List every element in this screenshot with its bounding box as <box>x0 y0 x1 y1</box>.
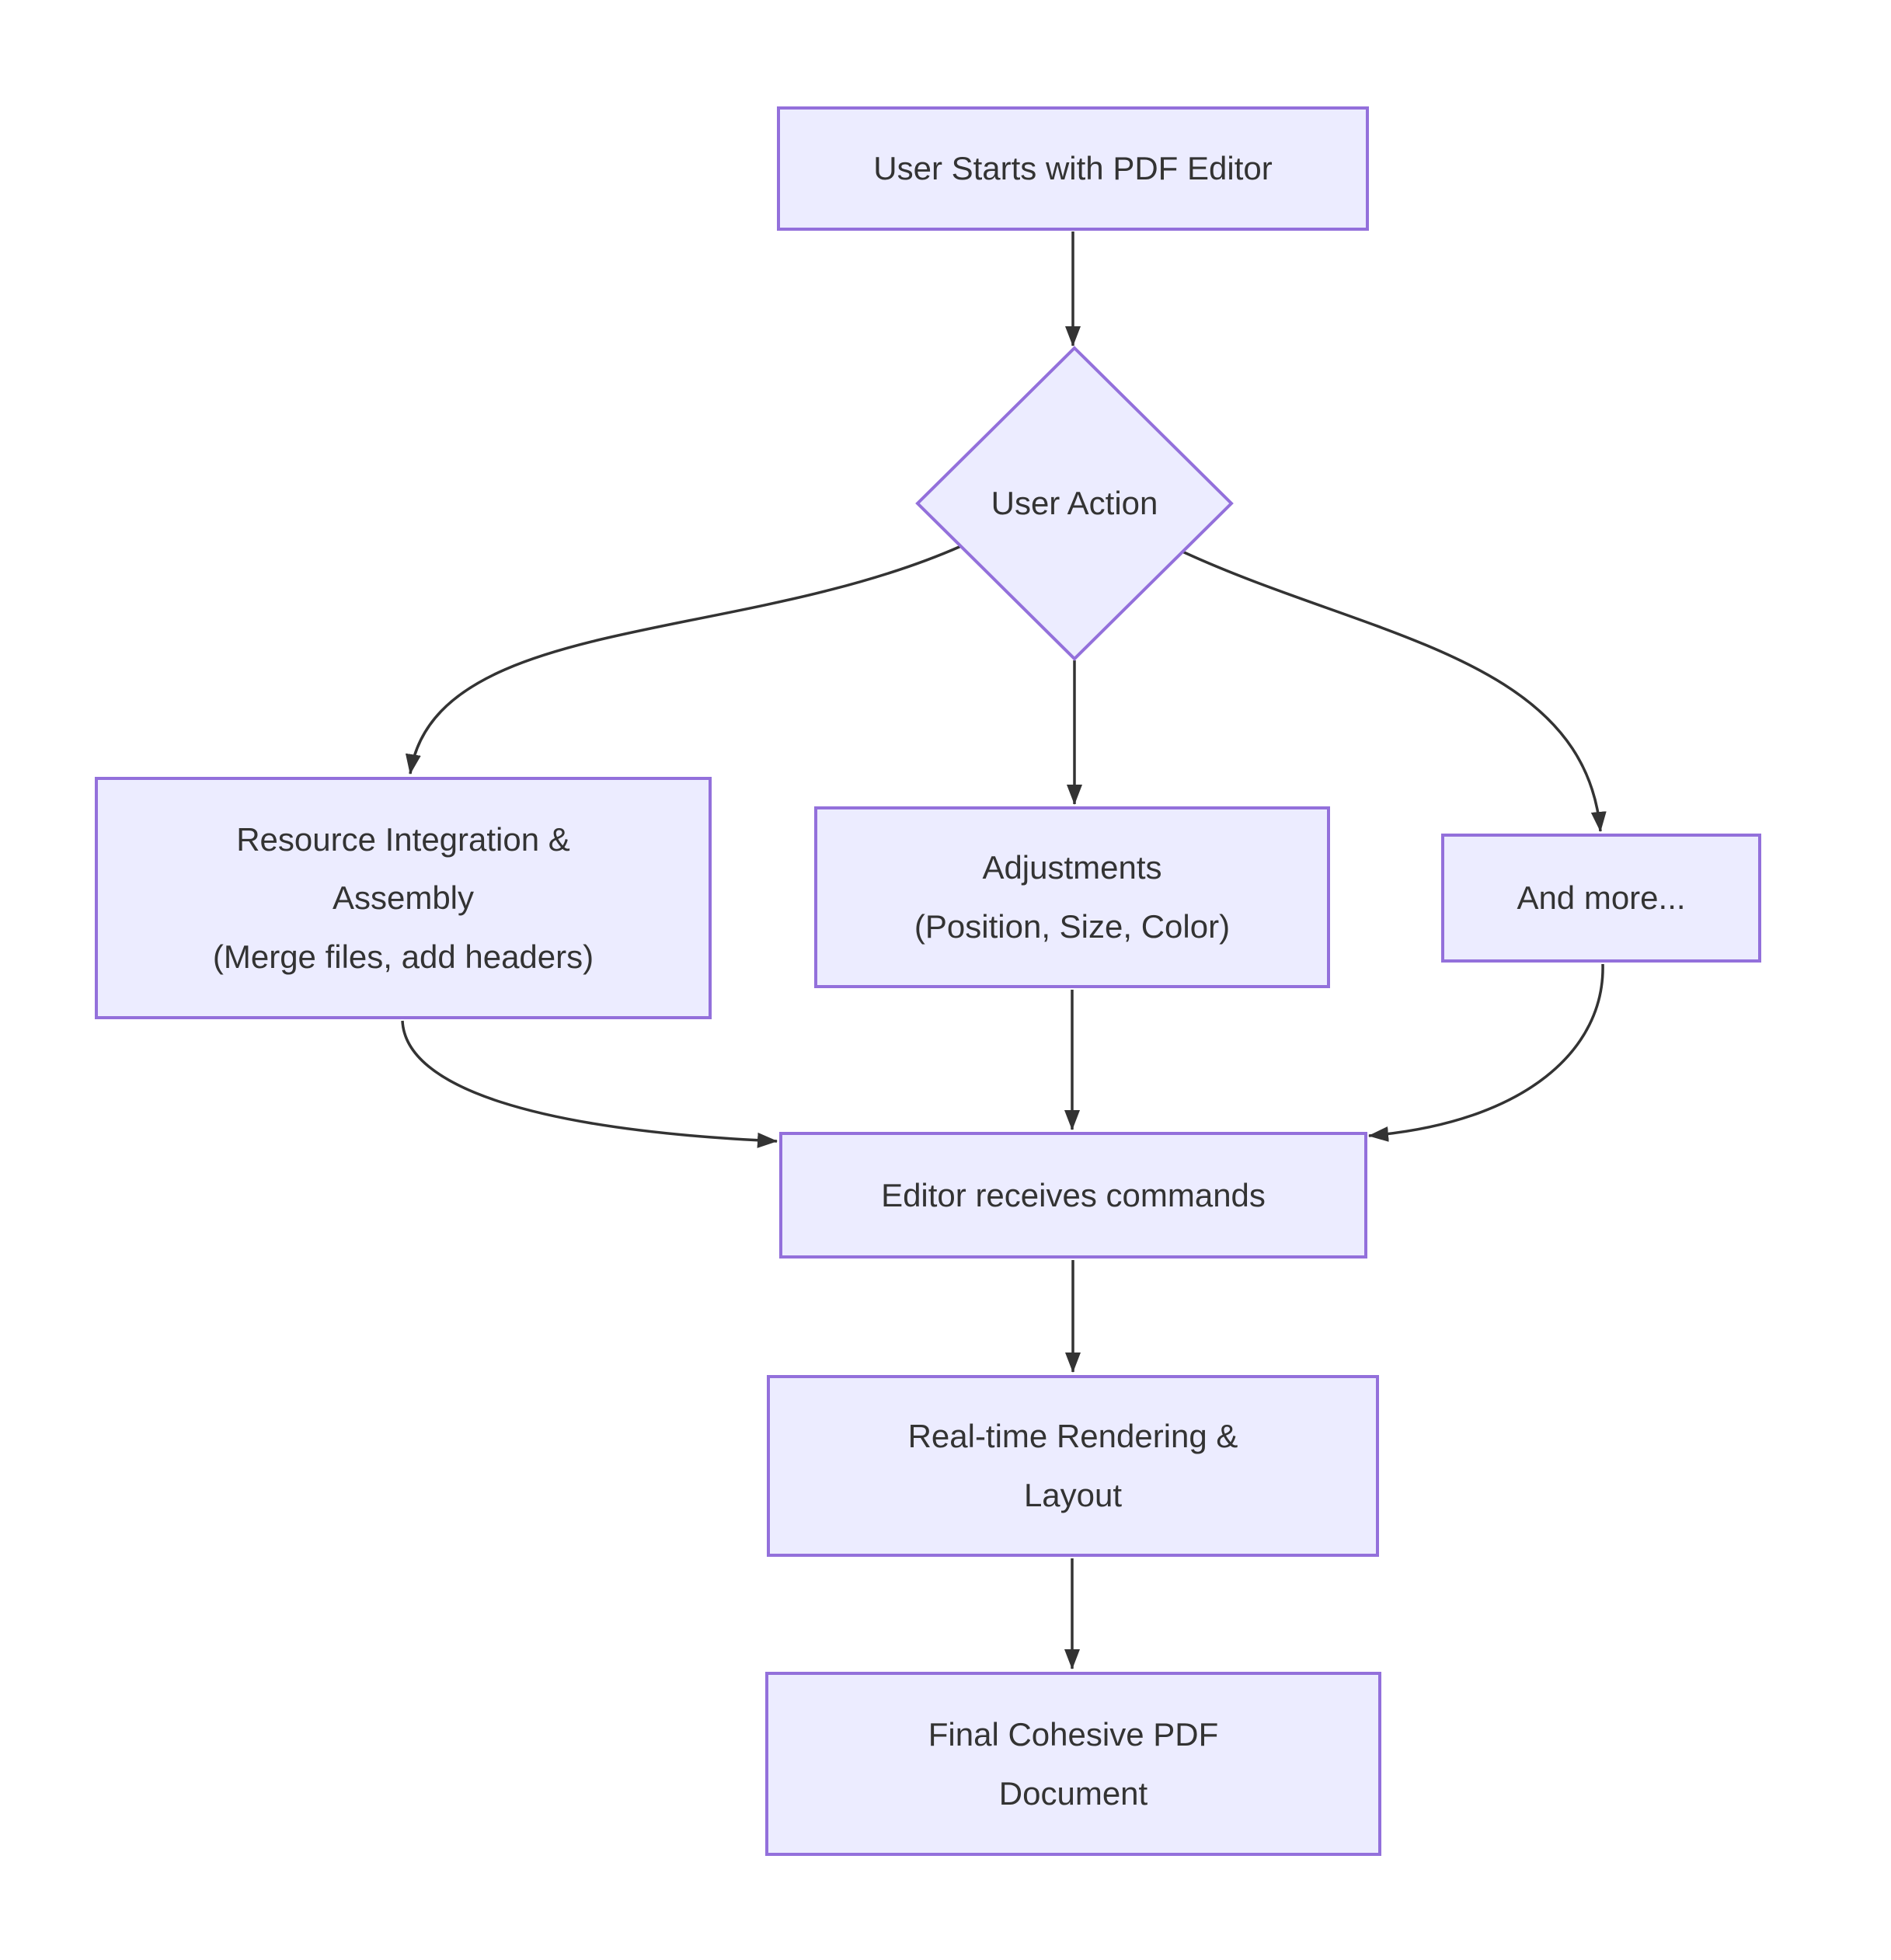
label-line: Real-time Rendering & <box>907 1418 1238 1455</box>
node-label: User Action <box>991 485 1158 522</box>
node-resource-integration-assembly: Resource Integration & Assembly (Merge f… <box>95 777 712 1019</box>
node-and-more: And more... <box>1441 834 1761 963</box>
edge-user-action-to-resource <box>406 545 962 775</box>
node-user-action-diamond <box>915 346 1234 661</box>
node-final-cohesive-pdf-document: Final Cohesive PDF Document <box>765 1672 1381 1856</box>
node-label: Editor receives commands <box>881 1176 1266 1213</box>
node-user-action: User Action <box>918 426 1231 581</box>
node-label: Real-time Rendering & Layout <box>770 1407 1376 1524</box>
label-line: (Merge files, add headers) <box>212 938 594 975</box>
node-label: And more... <box>1517 879 1686 917</box>
node-label: User Starts with PDF Editor <box>873 150 1273 187</box>
label-line: Document <box>998 1774 1148 1812</box>
node-label: Final Cohesive PDF Document <box>768 1705 1378 1822</box>
node-label: Resource Integration & Assembly (Merge f… <box>98 810 709 987</box>
label-line: Layout <box>1023 1477 1123 1513</box>
node-editor-receives-commands: Editor receives commands <box>779 1132 1367 1259</box>
node-real-time-rendering-layout: Real-time Rendering & Layout <box>767 1375 1379 1557</box>
node-adjustments: Adjustments (Position, Size, Color) <box>814 806 1330 988</box>
edge-resource-to-editor <box>401 1020 778 1148</box>
node-user-starts-with-pdf-editor: User Starts with PDF Editor <box>777 106 1369 231</box>
node-label: Adjustments (Position, Size, Color) <box>817 838 1327 956</box>
label-line: Adjustments <box>982 849 1162 886</box>
label-line: Final Cohesive PDF <box>928 1715 1219 1753</box>
label-line: Assembly <box>332 879 475 917</box>
edge-more-to-editor <box>1368 963 1604 1142</box>
edge-user-action-to-more <box>1182 550 1607 832</box>
label-line: (Position, Size, Color) <box>914 908 1231 945</box>
label-line: Resource Integration & <box>236 820 570 858</box>
